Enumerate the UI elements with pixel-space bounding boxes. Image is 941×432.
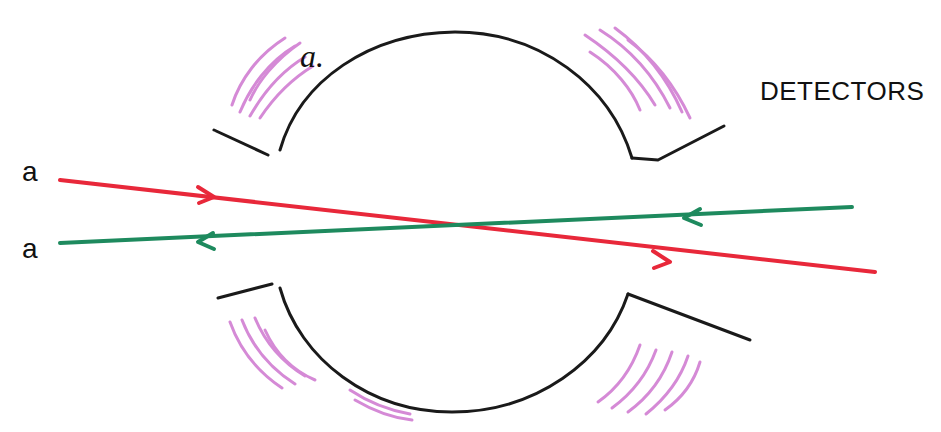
heading-letter: a. (300, 40, 324, 72)
detector-label: DETECTORS (760, 78, 924, 104)
beam-label: a (22, 235, 38, 263)
particle-beams (60, 180, 875, 272)
beam-label: a (22, 158, 38, 186)
